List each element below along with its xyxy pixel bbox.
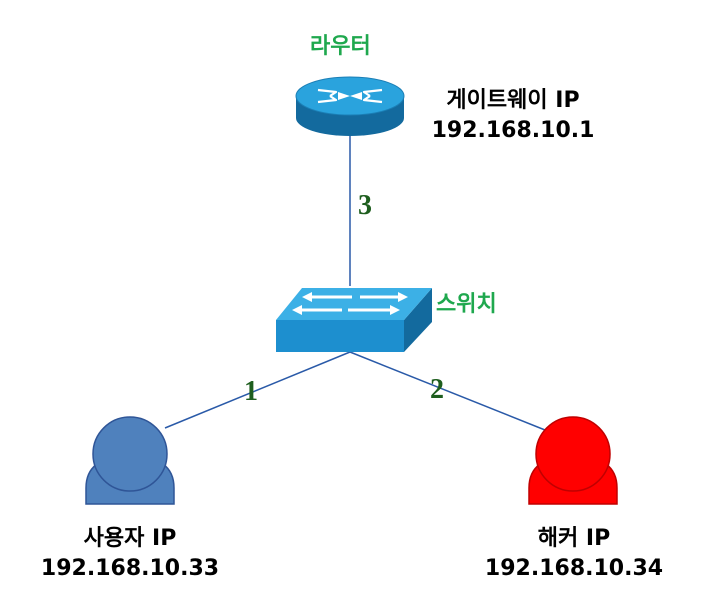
gateway-ip-title: 게이트웨이 IP xyxy=(446,88,580,113)
hacker-ip-value: 192.168.10.34 xyxy=(484,555,664,581)
link-switch-hacker xyxy=(349,351,546,431)
user-ip-value: 192.168.10.33 xyxy=(40,555,220,581)
hacker-ip-title: 해커 IP xyxy=(537,526,611,551)
router-icon xyxy=(295,76,405,136)
link-number-3: 3 xyxy=(358,190,372,221)
user-ip-title: 사용자 IP xyxy=(83,526,177,551)
hacker-ip-block: 해커 IP 192.168.10.34 xyxy=(474,524,674,583)
router-label: 라우터 xyxy=(310,34,371,59)
link-number-2: 2 xyxy=(430,374,444,405)
link-number-1: 1 xyxy=(244,376,258,407)
link-switch-user xyxy=(164,351,351,429)
user-ip-block: 사용자 IP 192.168.10.33 xyxy=(30,524,230,583)
gateway-ip-value: 192.168.10.1 xyxy=(431,117,595,143)
hacker-icon xyxy=(528,416,618,505)
switch-label: 스위치 xyxy=(436,292,497,317)
gateway-ip-block: 게이트웨이 IP 192.168.10.1 xyxy=(428,86,598,145)
user-icon xyxy=(85,416,175,505)
switch-icon xyxy=(276,288,432,352)
